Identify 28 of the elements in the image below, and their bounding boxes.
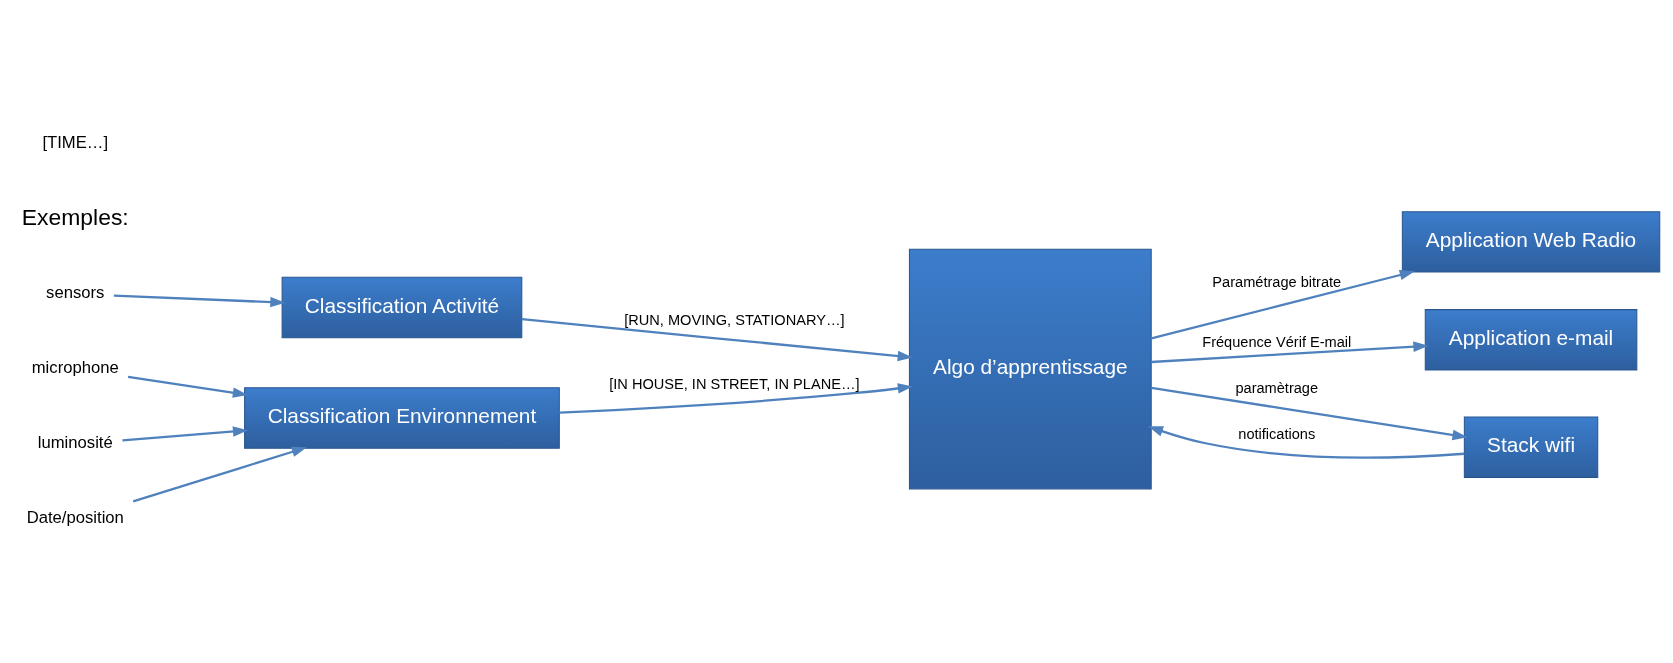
node-box: Algo d’apprentissage xyxy=(908,248,1152,490)
edge-label: [RUN, MOVING, STATIONARY…] xyxy=(624,312,845,329)
node-box: Stack wifi xyxy=(1463,416,1599,478)
arrow xyxy=(521,318,913,362)
node-text: sensors xyxy=(46,282,105,302)
arrow xyxy=(1151,341,1429,364)
node-text: luminosité xyxy=(37,433,113,452)
node-box: Application e-mail xyxy=(1424,309,1638,371)
arrow xyxy=(127,375,248,398)
node-box: Application Web Radio xyxy=(1401,211,1661,273)
edge-label: Fréquence Vérif E-mail xyxy=(1202,334,1352,351)
node-text: microphone xyxy=(31,357,119,377)
node-box: Classification Environnement xyxy=(244,387,560,449)
node-box: Classification Activité xyxy=(281,276,523,339)
arrow xyxy=(1148,426,1465,459)
edge-label: Paramétrage bitrate xyxy=(1212,273,1342,290)
arrow xyxy=(122,426,248,442)
arrow xyxy=(1151,269,1415,340)
label: Exemples: xyxy=(21,203,129,230)
arrow xyxy=(1151,386,1468,441)
node-text: Date/position xyxy=(26,508,124,528)
edge-label: paramètrage xyxy=(1235,380,1319,397)
arrow xyxy=(132,446,307,503)
arrow xyxy=(559,383,913,414)
label: [TIME…] xyxy=(42,132,109,152)
edge-label: [IN HOUSE, IN STREET, IN PLANE…] xyxy=(609,376,860,393)
arrow xyxy=(113,294,286,308)
edge-label: notifications xyxy=(1238,426,1316,443)
